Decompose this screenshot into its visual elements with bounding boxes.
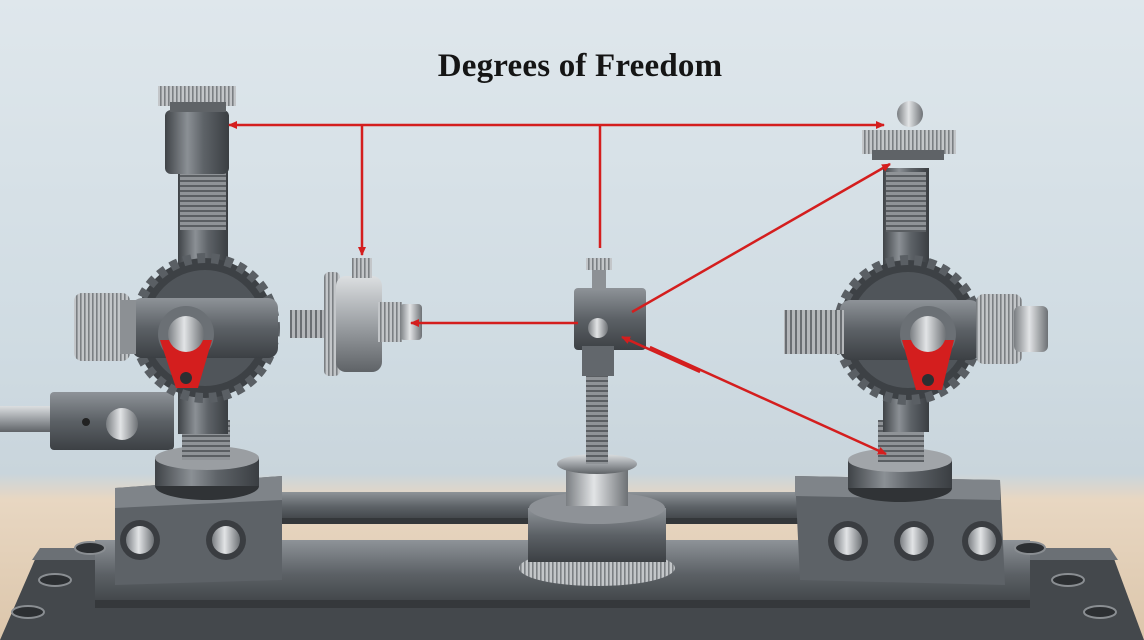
bolt-icon [206, 520, 246, 560]
arrow-back-to-block [621, 335, 701, 374]
arrow-diagonal-down [649, 345, 887, 456]
left-sensor-bracket [0, 392, 174, 450]
gear-icon [862, 130, 956, 160]
arrow-diagonal-up [631, 162, 891, 314]
gear-icon [158, 86, 236, 112]
small-shaft-assembly [290, 258, 422, 376]
bolt-icon [828, 521, 868, 561]
motion-arrows [228, 121, 891, 456]
knurled-knob-icon [74, 293, 136, 361]
bolt-icon [962, 521, 1002, 561]
bolt-icon [894, 521, 934, 561]
right-joint-assembly [784, 101, 1048, 502]
figure-title: Degrees of Freedom [437, 48, 723, 84]
left-joint-assembly [74, 86, 280, 500]
bolt-icon [120, 520, 160, 560]
center-stand [519, 258, 675, 586]
knurled-knob-icon [976, 294, 1048, 364]
